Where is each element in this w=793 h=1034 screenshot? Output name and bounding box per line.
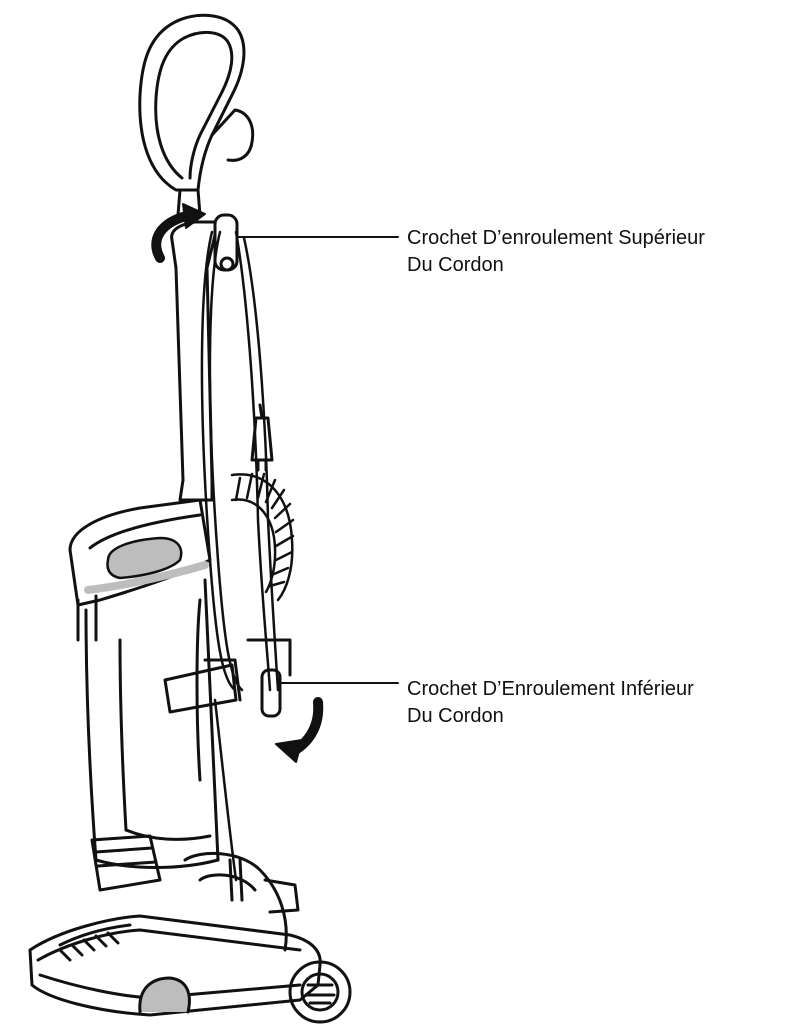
lower-cord-hook: [163, 638, 292, 718]
handle-grip: [138, 13, 255, 217]
rear-wheel: [288, 960, 352, 1024]
dust-canister: [68, 498, 220, 869]
upper-hook-label-line2: Du Cordon: [407, 254, 504, 276]
upper-rotation-arrow: [151, 203, 206, 263]
power-cord: [200, 230, 280, 882]
wand-tube: [170, 220, 217, 502]
motor-housing: [90, 834, 300, 952]
upper-hook-label-line1: Crochet D’enroulement Supérieur: [407, 227, 705, 249]
flexible-hose: [230, 472, 295, 602]
lower-hook-label-line2: Du Cordon: [407, 705, 504, 727]
lower-rotation-arrow: [275, 697, 324, 763]
floor-nozzle: [28, 914, 322, 1017]
cord-plug: [250, 403, 274, 472]
leader-lines: [237, 236, 399, 684]
upper-hook-label: Crochet D’enroulement Supérieur Du Cordo…: [407, 225, 705, 279]
lower-hook-label-line1: Crochet D’Enroulement Inférieur: [407, 678, 694, 700]
lower-hook-label: Crochet D’Enroulement Inférieur Du Cordo…: [407, 676, 694, 730]
